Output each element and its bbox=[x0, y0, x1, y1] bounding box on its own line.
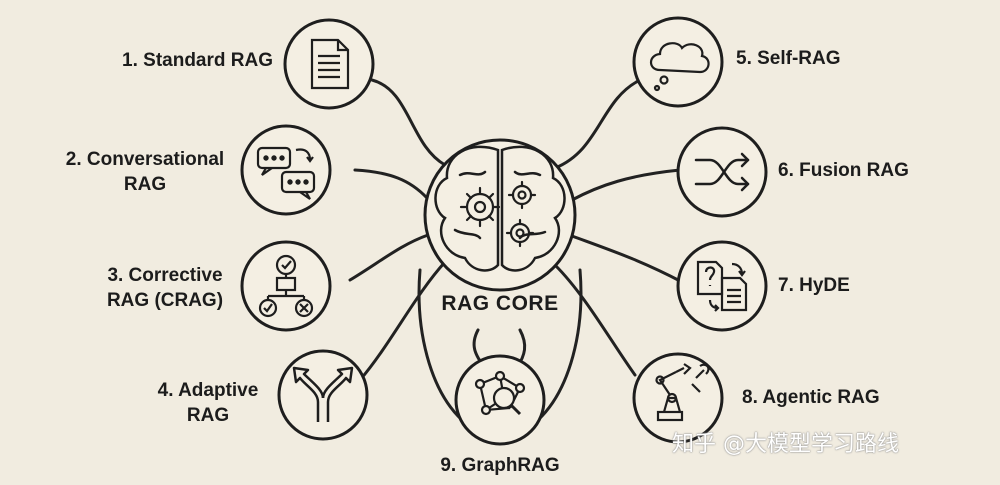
connector-corrective-rag bbox=[348, 233, 430, 282]
label-fusion-rag: 6. Fusion RAG bbox=[778, 158, 909, 183]
label-agentic-rag-line-1: 8. Agentic RAG bbox=[742, 387, 880, 408]
connector-fusion-rag bbox=[570, 168, 682, 202]
circle-agentic-rag bbox=[632, 352, 724, 444]
connector-standard-rag bbox=[370, 78, 447, 167]
label-hyde: 7. HyDE bbox=[778, 273, 850, 298]
label-corrective-rag: 3. Corrective RAG (CRAG) bbox=[80, 263, 250, 313]
label-conversational-rag-line-2: RAG bbox=[123, 174, 167, 195]
label-fusion-rag-line-1: 6. Fusion RAG bbox=[778, 160, 909, 181]
connector-hyde bbox=[570, 234, 684, 284]
robot-arm-icon bbox=[655, 363, 710, 422]
circle-conversational-rag bbox=[240, 124, 332, 216]
thought-cloud-icon bbox=[649, 42, 710, 92]
label-graphrag-line-1: 9. GraphRAG bbox=[440, 455, 560, 476]
label-self-rag-line-1: 5. Self-RAG bbox=[736, 48, 841, 69]
graph-search-icon bbox=[474, 370, 526, 416]
circle-fusion-rag bbox=[676, 126, 768, 218]
core-label: RAG CORE bbox=[441, 292, 559, 315]
label-corrective-rag-line-1: 3. Corrective bbox=[107, 265, 223, 286]
label-graphrag: 9. GraphRAG bbox=[420, 453, 580, 478]
label-corrective-rag-line-2: RAG (CRAG) bbox=[106, 290, 224, 311]
label-standard-rag: 1. Standard RAG bbox=[122, 48, 273, 73]
document-icon bbox=[310, 38, 350, 90]
label-adaptive-rag: 4. Adaptive RAG bbox=[138, 378, 278, 428]
label-conversational-rag: 2. Conversational RAG bbox=[50, 147, 240, 197]
brain-gears-icon bbox=[434, 145, 566, 272]
flowchart-check-icon bbox=[258, 254, 314, 318]
node-circles bbox=[240, 16, 768, 446]
label-agentic-rag: 8. Agentic RAG bbox=[742, 385, 880, 410]
chat-bubbles-icon bbox=[256, 146, 316, 200]
shuffle-icon bbox=[694, 152, 750, 192]
watermark: 知乎 @大模型学习路线 bbox=[672, 432, 899, 457]
split-arrow-icon bbox=[292, 366, 354, 422]
connector-core-loop-right bbox=[536, 268, 583, 422]
label-standard-rag-line-1: 1. Standard RAG bbox=[122, 50, 273, 71]
question-document-icon bbox=[696, 260, 748, 312]
label-adaptive-rag-line-1: 4. Adaptive bbox=[157, 380, 259, 401]
connector-self-rag bbox=[553, 78, 642, 170]
connector-agentic-rag bbox=[553, 263, 637, 377]
connectors bbox=[348, 78, 684, 422]
label-adaptive-rag-line-2: RAG bbox=[186, 405, 230, 426]
core-circle bbox=[423, 138, 577, 292]
connector-core-loop-left bbox=[417, 268, 464, 422]
connector-conversational-rag bbox=[353, 168, 429, 200]
label-conversational-rag-line-1: 2. Conversational bbox=[65, 149, 225, 170]
label-self-rag: 5. Self-RAG bbox=[736, 46, 841, 71]
connector-adaptive-rag bbox=[358, 260, 447, 382]
label-hyde-line-1: 7. HyDE bbox=[778, 275, 850, 296]
circle-self-rag bbox=[632, 16, 724, 108]
